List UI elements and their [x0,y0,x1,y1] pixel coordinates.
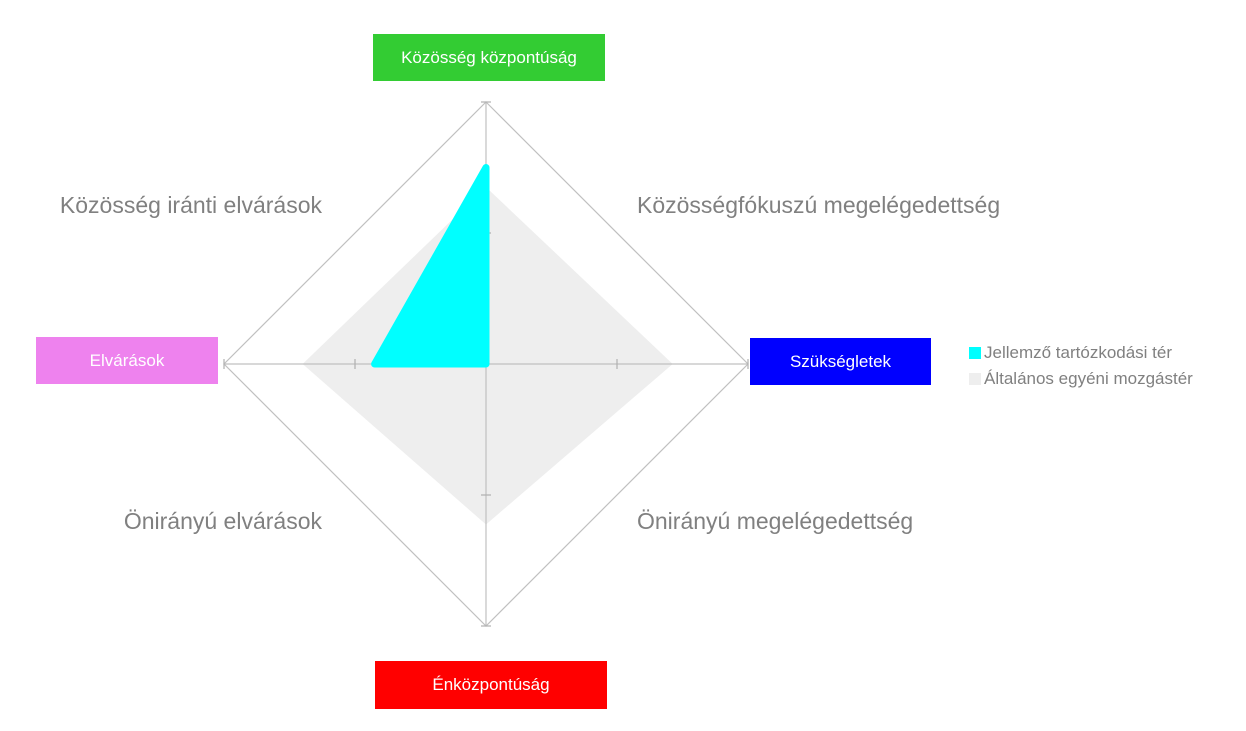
legend-label: Általános egyéni mozgástér [984,369,1193,388]
axis-label-right-text: Szükségletek [789,351,892,371]
legend-swatch [969,373,981,385]
axis-label-bottom-text: Énközpontúság [432,675,550,694]
axis-label-top: Közösség központúság [373,34,605,81]
quadrant-label-top-left: Közösség iránti elvárások [59,192,322,218]
legend: Jellemző tartózkodási tér Általános egyé… [969,340,1193,392]
legend-item-general: Általános egyéni mozgástér [969,366,1193,392]
axis-label-left-text: Elvárások [89,350,165,370]
legend-label: Jellemző tartózkodási tér [984,343,1173,362]
quadrant-label-bottom-left: Önirányú elvárások [123,508,322,534]
quadrant-label-bottom-right: Önirányú megelégedettség [637,508,914,534]
axis-label-top-text: Közösség központúság [401,47,577,67]
quadrant-label-top-right: Közösségfókuszú megelégedettség [637,192,1001,218]
legend-item-typical: Jellemző tartózkodási tér [969,340,1193,366]
legend-swatch [969,347,981,359]
axis-label-bottom: Énközpontúság [375,661,607,709]
series-area-typical [371,164,490,368]
axis-label-left: Elvárások [36,337,218,384]
axis-label-right: Szükségletek [750,338,931,385]
